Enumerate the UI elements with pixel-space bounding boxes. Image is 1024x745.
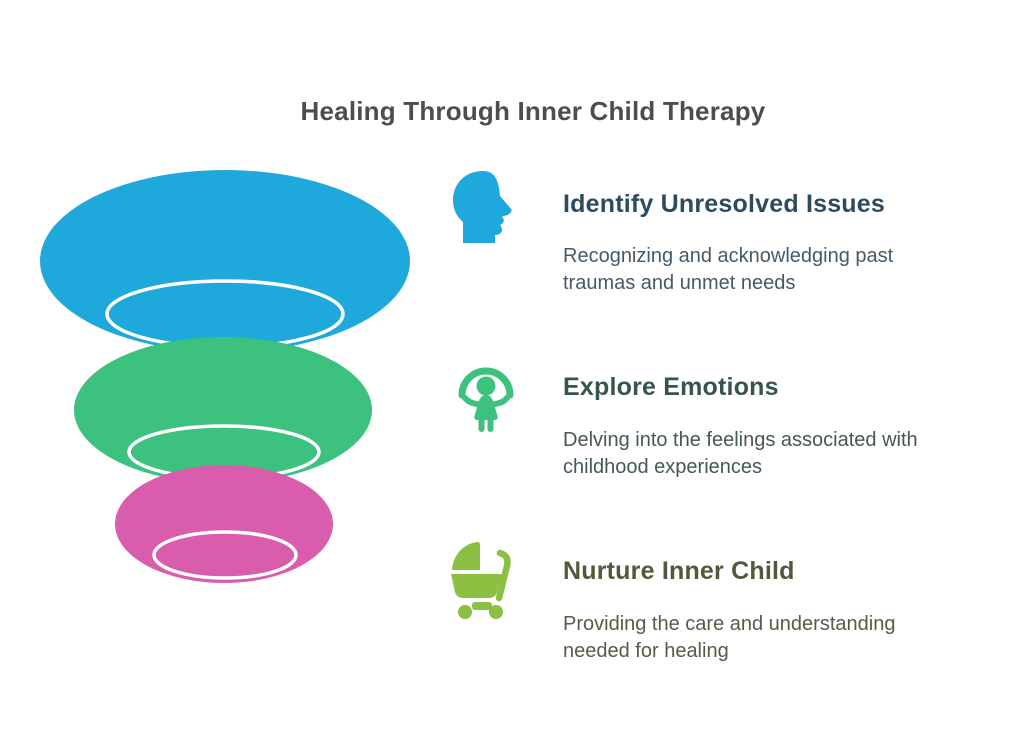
head-profile-icon <box>450 170 518 244</box>
section-body: Delving into the feelings associated wit… <box>563 427 1003 481</box>
section-body-line: needed for healing <box>563 640 729 662</box>
child-jump-rope-icon <box>456 358 516 434</box>
section-body: Providing the care and understanding nee… <box>563 611 1003 665</box>
section-body-line: Providing the care and understanding <box>563 613 896 635</box>
section-body-line: Recognizing and acknowledging past <box>563 245 894 267</box>
section-body: Recognizing and acknowledging past traum… <box>563 243 1003 297</box>
funnel-level-3-mouth-ring <box>152 530 298 580</box>
section-heading: Nurture Inner Child <box>563 557 795 585</box>
funnel-diagram <box>40 170 410 583</box>
section-heading: Explore Emotions <box>563 373 779 401</box>
baby-stroller-icon <box>450 540 516 620</box>
section-body-line: childhood experiences <box>563 456 763 478</box>
section-body-line: Delving into the feelings associated wit… <box>563 429 918 451</box>
section-body-line: traumas and unmet needs <box>563 272 796 294</box>
page-title: Healing Through Inner Child Therapy <box>300 96 766 127</box>
section-heading: Identify Unresolved Issues <box>563 190 885 218</box>
